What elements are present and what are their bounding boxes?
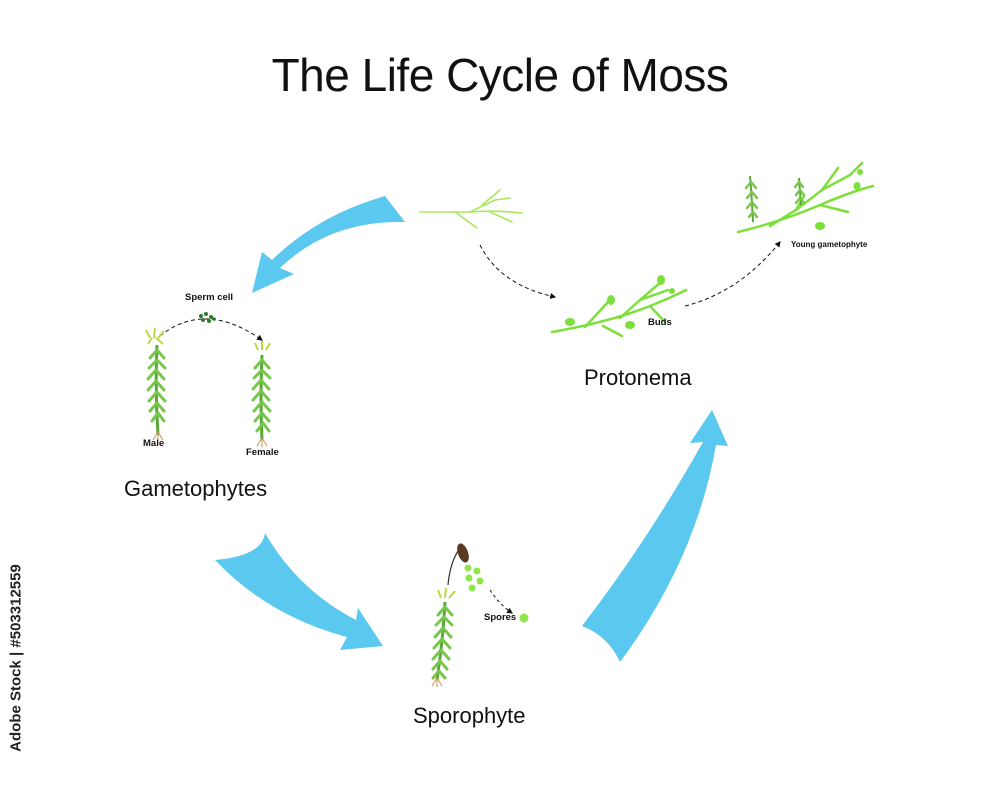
watermark-text: Adobe Stock | #503312559 — [7, 564, 25, 752]
stage-label-sporophyte: Sporophyte — [413, 703, 526, 728]
buds — [565, 275, 675, 329]
label-male: Male — [143, 438, 165, 449]
female-gametophyte — [251, 341, 272, 447]
label-sperm-cell: Sperm cell — [185, 292, 234, 303]
label-spores: Spores — [484, 612, 517, 623]
male-gametophyte — [145, 327, 167, 441]
stage-label-protonema: Protonema — [584, 365, 692, 390]
diagram-title: The Life Cycle of Moss — [271, 49, 729, 101]
young-gametophyte — [736, 161, 875, 234]
protonema-filament — [550, 280, 688, 338]
sperm-cells — [199, 312, 216, 323]
arrow-protonema-to-gametophytes — [252, 196, 405, 293]
spore-capsule — [457, 543, 469, 563]
label-buds: Buds — [648, 317, 672, 328]
label-female: Female — [246, 447, 279, 458]
spore-release-arrow — [489, 589, 513, 614]
arrow-to-protonema — [479, 244, 557, 299]
spore — [519, 613, 529, 623]
stock-watermark: Adobe Stock | #503312559 — [6, 548, 26, 768]
stage-label-gametophytes: Gametophytes — [124, 476, 268, 501]
sporophyte-plant — [431, 543, 469, 687]
sperm-transfer-arrow — [159, 318, 263, 341]
arrow-gametophytes-to-sporophyte — [215, 533, 383, 650]
arrow-sporophyte-to-protonema — [582, 410, 728, 662]
spores-cluster — [464, 564, 484, 592]
label-young-gametophyte: Young gametophyte — [791, 240, 868, 249]
arrow-to-young-gametophyte — [684, 241, 781, 307]
young-protonema — [419, 189, 523, 229]
